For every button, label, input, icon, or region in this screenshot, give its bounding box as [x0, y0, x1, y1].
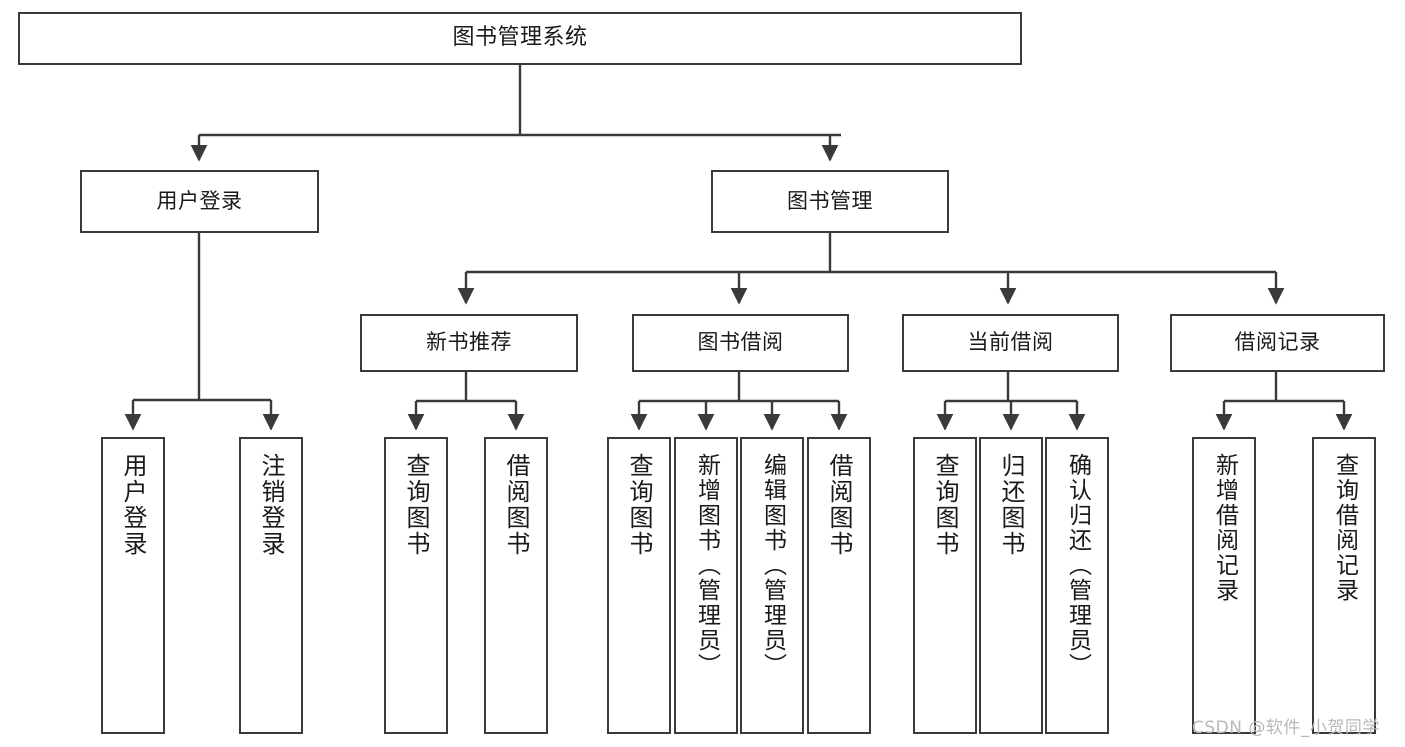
node-label: 图书借阅 — [697, 330, 784, 355]
node-label: 借阅记录 — [1234, 330, 1321, 355]
node-label: 新增图书（管理员） — [693, 453, 720, 678]
node-current-borrow[interactable]: 当前借阅 — [902, 314, 1119, 372]
node-book-borrow[interactable]: 图书借阅 — [632, 314, 849, 372]
node-label: 图书管理系统 — [452, 25, 588, 51]
node-label: 注销登录 — [257, 453, 285, 557]
node-label: 新增借阅记录 — [1211, 453, 1238, 603]
node-leaf-query-book-borrow[interactable]: 查询图书 — [607, 437, 671, 734]
node-leaf-borrow-book-recommend[interactable]: 借阅图书 — [484, 437, 548, 734]
node-label: 用户登录 — [156, 188, 243, 213]
node-leaf-edit-book-admin[interactable]: 编辑图书（管理员） — [740, 437, 804, 734]
node-leaf-confirm-return-admin[interactable]: 确认归还（管理员） — [1045, 437, 1109, 734]
node-label: 查询图书 — [625, 453, 653, 557]
node-borrow-record[interactable]: 借阅记录 — [1170, 314, 1385, 372]
node-label: 借阅图书 — [502, 453, 530, 557]
node-leaf-query-borrow-record[interactable]: 查询借阅记录 — [1312, 437, 1376, 734]
node-new-book-recommend[interactable]: 新书推荐 — [360, 314, 578, 372]
node-label: 用户登录 — [119, 453, 147, 557]
node-leaf-borrow-book[interactable]: 借阅图书 — [807, 437, 871, 734]
node-label: 当前借阅 — [967, 330, 1054, 355]
node-label: 新书推荐 — [426, 330, 512, 355]
node-label: 查询借阅记录 — [1331, 453, 1358, 603]
node-leaf-user-login[interactable]: 用户登录 — [101, 437, 165, 734]
node-label: 图书管理 — [787, 188, 873, 213]
node-leaf-query-book-recommend[interactable]: 查询图书 — [384, 437, 448, 734]
node-leaf-query-book-current[interactable]: 查询图书 — [913, 437, 977, 734]
node-label: 归还图书 — [997, 453, 1025, 557]
node-label: 查询图书 — [402, 453, 430, 557]
node-book-management[interactable]: 图书管理 — [711, 170, 949, 233]
node-leaf-return-book[interactable]: 归还图书 — [979, 437, 1043, 734]
node-leaf-add-book-admin[interactable]: 新增图书（管理员） — [674, 437, 738, 734]
node-user-login[interactable]: 用户登录 — [80, 170, 319, 233]
node-label: 查询图书 — [931, 453, 959, 557]
node-label: 借阅图书 — [825, 453, 853, 557]
node-label: 确认归还（管理员） — [1064, 453, 1091, 678]
node-leaf-logout[interactable]: 注销登录 — [239, 437, 303, 734]
node-label: 编辑图书（管理员） — [759, 453, 786, 678]
node-root-system[interactable]: 图书管理系统 — [18, 12, 1022, 65]
node-leaf-add-borrow-record[interactable]: 新增借阅记录 — [1192, 437, 1256, 734]
